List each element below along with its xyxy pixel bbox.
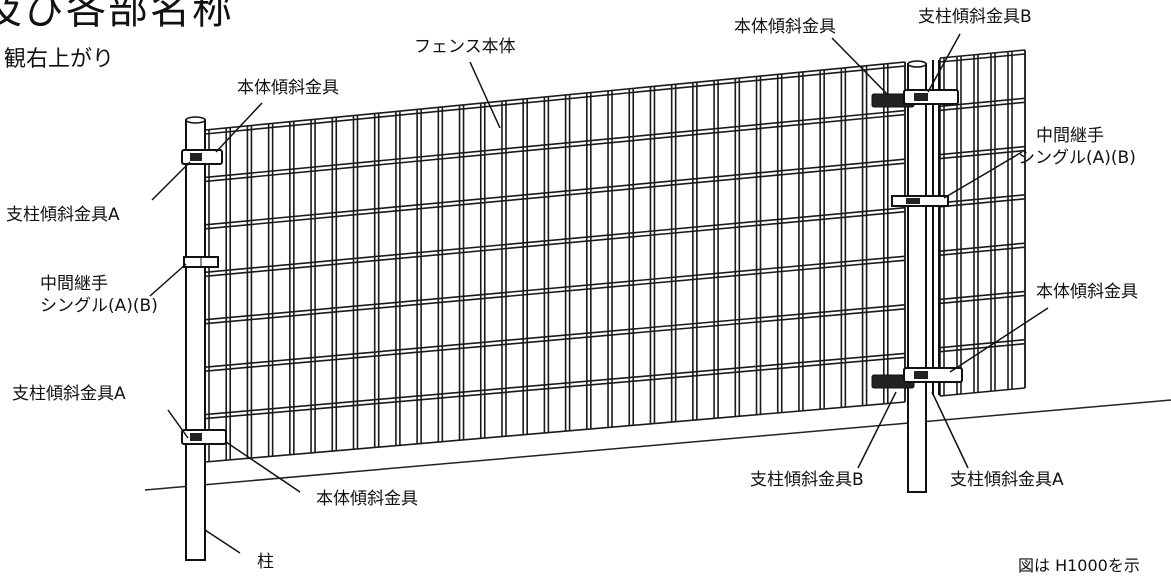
mesh-horizontal-wire <box>204 210 906 278</box>
joint-left <box>183 256 219 268</box>
mesh-horizontal-wire <box>204 401 906 463</box>
mesh-horizontal-wire <box>204 162 906 230</box>
mesh-horizontal-wire <box>939 338 1026 349</box>
leader-body-bracket-right <box>949 307 1049 373</box>
mesh-horizontal-wire <box>939 149 1026 160</box>
mesh-horizontal-wire <box>939 145 1026 156</box>
label-post: 柱 <box>257 552 274 572</box>
leader-joint-left <box>149 263 187 297</box>
mesh-horizontal-wire <box>939 290 1026 301</box>
label-body-bracket-top-right: 本体傾斜金具 <box>734 17 836 37</box>
label-body-bracket-bottom-left: 本体傾斜金具 <box>316 489 418 509</box>
mesh-horizontal-wire <box>939 194 1026 204</box>
bracket-bottom-right <box>871 367 963 389</box>
label-post-bracket-b-bottom: 支柱傾斜金具B <box>750 470 864 490</box>
mesh-horizontal-wire <box>204 255 906 321</box>
mesh-horizontal-wire <box>204 158 906 226</box>
mesh-horizontal-wire <box>939 387 1026 397</box>
mesh-horizontal-wire <box>204 61 906 131</box>
mesh-horizontal-wire <box>939 101 1026 112</box>
mesh-horizontal-wire <box>204 113 906 183</box>
fence-panel-main <box>204 61 906 463</box>
middle-post <box>907 60 927 493</box>
right-post <box>932 60 940 395</box>
label-body-bracket-right: 本体傾斜金具 <box>1036 282 1138 302</box>
bracket-top-left <box>181 149 223 165</box>
page-title: 及び各部名称 <box>0 0 234 33</box>
leader-body-bracket-top-left <box>215 102 263 153</box>
mesh-horizontal-wire <box>204 206 906 274</box>
leader-post-bracket-a-upper <box>151 161 191 201</box>
mesh-horizontal-wire <box>939 49 1026 59</box>
mesh-horizontal-wire <box>939 198 1026 208</box>
mesh-horizontal-wire <box>204 356 906 420</box>
label-post-bracket-a-bottom-right: 支柱傾斜金具A <box>950 470 1064 490</box>
left-post <box>185 116 206 561</box>
mesh-horizontal-wire <box>204 109 906 179</box>
label-post-bracket-b-top-right: 支柱傾斜金具B <box>918 7 1032 27</box>
mesh-horizontal-wire <box>939 242 1026 252</box>
figure-note: 図は H1000を示 <box>1018 556 1140 575</box>
mesh-horizontal-wire <box>939 246 1026 256</box>
mesh-horizontal-wire <box>204 304 906 368</box>
mesh-horizontal-wire <box>939 342 1026 353</box>
leader-post-bracket-b-bottom <box>857 391 897 469</box>
mesh-horizontal-wire <box>939 53 1026 63</box>
fence-panel-right <box>939 49 1026 397</box>
mesh-horizontal-wire <box>204 259 906 325</box>
bracket-top-right <box>871 89 959 108</box>
label-joint-left-line2: シングル(A)(B) <box>40 296 158 316</box>
leader-post-bracket-a-bottom-right <box>931 391 969 469</box>
label-post-bracket-a-lower-left: 支柱傾斜金具A <box>12 384 126 404</box>
label-post-bracket-a-upper-left: 支柱傾斜金具A <box>6 205 120 225</box>
mesh-horizontal-wire <box>204 352 906 416</box>
leader-joint-right <box>943 151 1023 199</box>
label-body-bracket-top-left: 本体傾斜金具 <box>237 78 339 98</box>
leader-post <box>204 529 241 554</box>
mesh-horizontal-wire <box>204 65 906 135</box>
ground-line <box>144 399 1171 491</box>
label-joint-right-line1: 中間継手 <box>1036 126 1104 146</box>
joint-right <box>891 195 949 207</box>
leader-post-bracket-b-top <box>927 33 961 93</box>
leader-body-bracket-bottom-left <box>225 441 301 493</box>
mesh-horizontal-wire <box>939 294 1026 305</box>
leader-post-bracket-a-lower <box>167 409 189 439</box>
label-joint-left-line1: 中間継手 <box>40 274 108 294</box>
leader-fence-body <box>469 61 501 129</box>
label-joint-right-line2: シングル(A)(B) <box>1018 148 1136 168</box>
label-fence-body: フェンス本体 <box>414 37 516 57</box>
leader-body-bracket-top-right <box>831 37 889 96</box>
bracket-bottom-left <box>181 429 227 445</box>
page-subtitle: 観右上がり <box>4 47 115 72</box>
mesh-horizontal-wire <box>204 308 906 372</box>
